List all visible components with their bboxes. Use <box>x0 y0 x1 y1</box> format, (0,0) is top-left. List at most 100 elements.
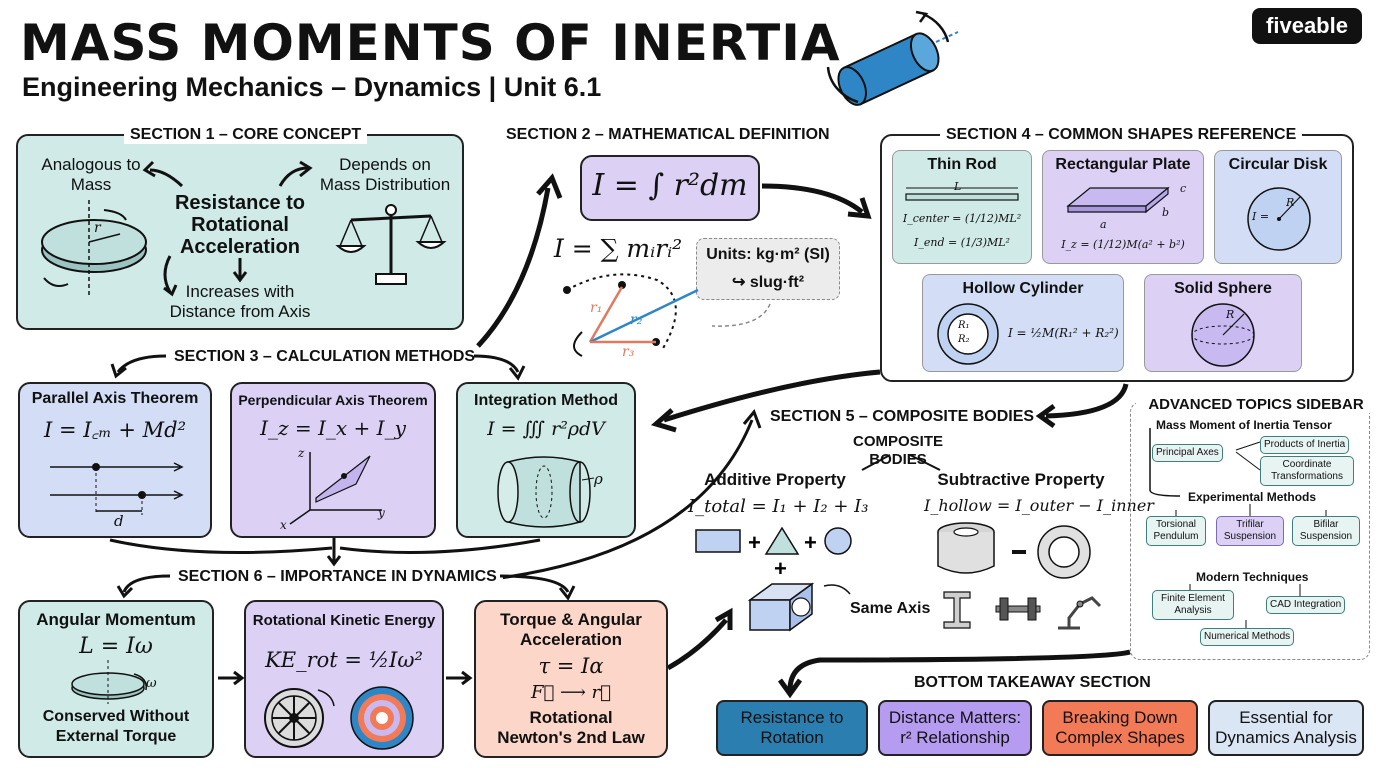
thin-rod-end-formula: I_end = (1/3)ML² <box>914 236 1010 249</box>
page-title: MASS MOMENTS OF INERTIA <box>20 14 841 72</box>
disk-formula: I = <box>1252 210 1270 223</box>
r3-label: r₃ <box>622 344 635 360</box>
solid-sphere-title: Solid Sphere <box>1174 280 1272 297</box>
integral-formula: I = ∫ r²dm <box>592 168 748 203</box>
sidebar-experimental: Experimental Methods <box>1188 490 1317 504</box>
rectangular-plate-formula: I_z = (1/12)M(a² + b²) <box>1061 238 1185 251</box>
circular-disk-title: Circular Disk <box>1228 156 1328 173</box>
axis-x-label: x <box>280 518 287 532</box>
parallel-axis-d: d <box>114 512 124 530</box>
chip-principal-axes: Principal Axes <box>1152 444 1223 462</box>
thin-rod-L: L <box>954 180 962 193</box>
svg-text:+: + <box>804 530 817 555</box>
integration-method-formula: I = ∭ r²ρdV <box>487 418 605 440</box>
integral-formula-box <box>580 155 760 221</box>
spinning-disk-icon <box>41 200 147 295</box>
section3-label: SECTION 3 – CALCULATION METHODS <box>168 348 482 366</box>
takeaway-breaking-line2: Complex Shapes <box>1055 728 1185 747</box>
chip-torsional-line2: Pendulum <box>1153 531 1199 542</box>
analogous-text-1: Analogous to <box>41 155 141 174</box>
thin-rod-diagram <box>905 187 1019 201</box>
angular-momentum-formula: L = Iω <box>79 634 153 659</box>
chip-trifilar-line2: Suspension <box>1223 531 1277 542</box>
torque-formula: τ = Iα <box>538 654 604 678</box>
core-concept-center-3: Acceleration <box>179 236 301 258</box>
rho-label: ρ <box>594 470 603 488</box>
section4-label: SECTION 4 – COMMON SHAPES REFERENCE <box>940 126 1303 144</box>
hollow-R1-label: R₁ <box>958 320 970 331</box>
engineering-parts-icons <box>943 591 1102 630</box>
circular-disk-diagram <box>1247 187 1311 251</box>
takeaway-breaking-line1: Breaking Down <box>1062 708 1178 727</box>
sum-formula: I = ∑ mᵢrᵢ² <box>553 234 683 263</box>
torque-vectors: F⃗ ⟶ r⃗ <box>531 682 611 703</box>
units-imperial: ↪ slug·ft² <box>731 274 805 291</box>
hollow-cylinder-formula: I = ½M(R₁² + R₂²) <box>1008 326 1119 340</box>
parallel-axis-title: Parallel Axis Theorem <box>31 390 199 407</box>
sidebar-modern: Modern Techniques <box>1196 570 1309 584</box>
rectangular-plate-diagram <box>1066 186 1170 214</box>
torque-title-2: Acceleration <box>519 630 623 649</box>
increases-text-1: Increases with <box>185 282 295 301</box>
parallel-axis-card <box>18 382 212 538</box>
perpendicular-axis-title: Perpendicular Axis Theorem <box>238 392 428 408</box>
depends-text-1: Depends on <box>339 155 431 174</box>
parallel-axis-formula: I = I꜀ₘ + Md² <box>44 418 186 442</box>
chip-products-of-inertia: Products of Inertia <box>1260 436 1350 454</box>
torque-caption-1: Rotational <box>529 708 613 727</box>
point-mass-diagram <box>563 273 699 357</box>
chip-coordinate-line2: Transformations <box>1271 471 1343 482</box>
rotational-ke-formula: KE_rot = ½Iω² <box>265 648 423 672</box>
thin-rod-title: Thin Rod <box>927 156 997 173</box>
chip-fea-line2: Analysis <box>1174 605 1212 616</box>
perpendicular-axis-card <box>230 382 436 538</box>
chip-numerical: Numerical Methods <box>1200 628 1295 646</box>
torque-card <box>474 600 668 758</box>
omega-label: ω <box>146 676 157 691</box>
composite-bodies-1: COMPOSITE <box>852 433 943 450</box>
takeaway-resistance-line1: Resistance to <box>740 708 844 727</box>
subtractive-title: Subtractive Property <box>937 470 1105 489</box>
takeaway-distance-line2: r² Relationship <box>900 728 1010 747</box>
perpendicular-axis-diagram <box>289 452 382 525</box>
axis-y-label: y <box>378 506 385 520</box>
units-card <box>696 238 840 300</box>
depends-text-2: Mass Distribution <box>319 175 451 194</box>
section2-label: SECTION 2 – MATHEMATICAL DEFINITION <box>500 126 836 144</box>
takeaway-distance-text: Distance Matters:r² Relationship <box>889 708 1021 748</box>
plate-a-label: a <box>1100 218 1107 231</box>
plate-b-label: b <box>1162 206 1170 219</box>
thin-rod-center-formula: I_center = (1/12)ML² <box>902 212 1022 225</box>
angular-momentum-title: Angular Momentum <box>36 610 196 629</box>
angular-momentum-card <box>18 600 214 758</box>
axis-z-label: z <box>298 446 305 460</box>
svg-text:+: + <box>774 556 787 581</box>
subtractive-shapes-diagram <box>937 522 1091 579</box>
flywheel-icon <box>264 686 414 750</box>
perpendicular-axis-formula: I_z = I_x + I_y <box>260 416 406 440</box>
hollow-cylinder-title: Hollow Cylinder <box>962 280 1084 297</box>
svg-text:+: + <box>748 530 761 555</box>
chip-torsional-line1: Torsional <box>1155 519 1197 530</box>
additive-title: Additive Property <box>704 470 846 489</box>
units-si: Units: kg·m² (SI) <box>706 246 830 263</box>
angular-caption-1: Conserved Without <box>42 708 190 725</box>
volume-element-diagram <box>497 456 595 528</box>
sidebar-title: ADVANCED TOPICS SIDEBAR <box>1136 396 1376 413</box>
r1-label: r₁ <box>590 300 603 316</box>
hollow-R2-label: R₂ <box>958 334 970 345</box>
takeaways-label: BOTTOM TAKEAWAY SECTION <box>914 674 1151 691</box>
